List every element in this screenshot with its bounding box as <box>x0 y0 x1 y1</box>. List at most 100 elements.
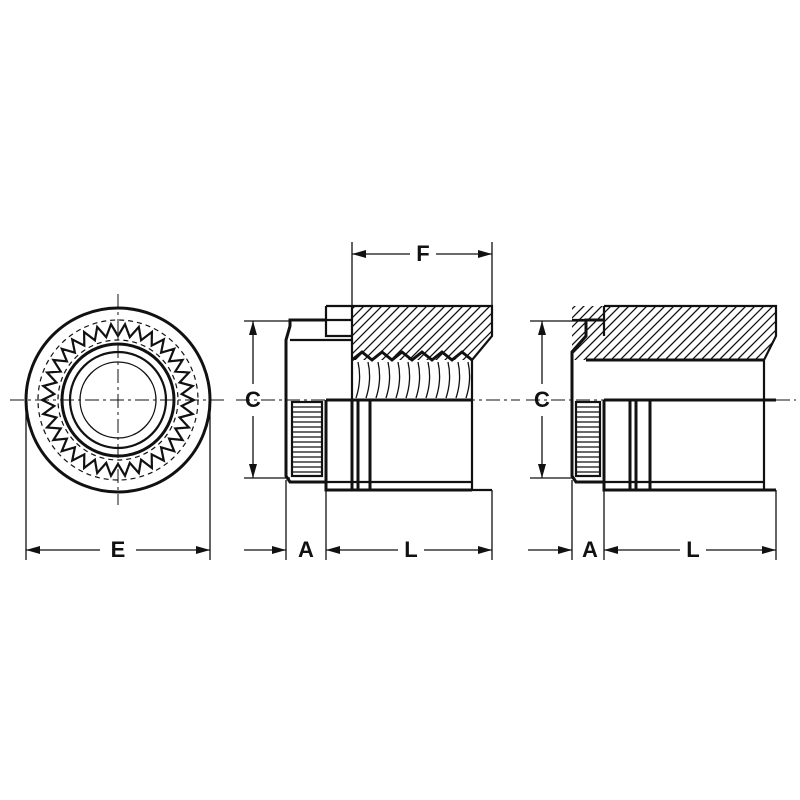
knurl-teeth-left <box>290 400 324 478</box>
knurl-head-outline <box>284 318 326 484</box>
hatch-line <box>686 306 753 360</box>
hatch-line <box>659 306 726 360</box>
hatch-line <box>777 300 800 365</box>
thread-line <box>365 361 371 399</box>
knurl-teeth-right <box>574 400 602 478</box>
knurl-band <box>290 400 324 478</box>
hatch-line <box>632 306 699 360</box>
plain-section-hatching <box>572 300 800 365</box>
internal-thread-profile <box>351 350 473 362</box>
end-view-bore-inner-circle <box>79 361 157 439</box>
arrowhead-e-left <box>26 546 40 554</box>
hatch-line <box>713 306 776 360</box>
plain-arrowhead-a <box>558 546 572 554</box>
thread-line <box>375 361 381 399</box>
thread-line <box>445 361 451 399</box>
hatch-line <box>587 306 654 360</box>
hatch-line <box>430 306 492 360</box>
thread-line <box>415 361 421 399</box>
thread-line <box>435 361 441 399</box>
section-view-plain: C A L <box>526 300 800 562</box>
thread-line <box>355 361 361 399</box>
hatch-line <box>385 306 452 360</box>
arrowhead-e-right <box>196 546 210 554</box>
hatch-line <box>731 306 776 360</box>
plain-arrowhead-c-top <box>538 321 546 335</box>
end-view-serration-ring <box>39 321 197 479</box>
hatch-line <box>749 306 776 360</box>
thread-line <box>425 361 431 399</box>
thread-line <box>405 361 411 399</box>
hatch-line <box>457 306 492 360</box>
hatch-line <box>572 306 600 360</box>
hatch-line <box>352 306 353 360</box>
hatch-line <box>596 306 663 360</box>
thread-line <box>455 361 461 399</box>
hatch-line <box>352 306 380 360</box>
arrowhead-f-right <box>478 250 492 258</box>
arrowhead-f-left <box>352 250 366 258</box>
thread-line <box>395 361 401 399</box>
undercut-neck <box>324 306 354 400</box>
hatch-line <box>668 306 735 360</box>
hatch-line <box>352 306 407 360</box>
dimension-label-a: A <box>298 537 314 562</box>
dimension-label-e: E <box>111 537 126 562</box>
thread-line <box>465 361 471 399</box>
plain-dimension-label-a: A <box>582 537 598 562</box>
hatch-line <box>352 306 398 360</box>
hatch-line <box>740 306 776 360</box>
end-view-bore-middle-circle <box>68 350 168 450</box>
threaded-section-hatching <box>352 300 559 365</box>
hatch-line <box>439 306 492 360</box>
plain-arrowhead-l-right <box>762 546 776 554</box>
hatch-line <box>623 306 690 360</box>
hatch-line <box>352 306 389 360</box>
hatch-line <box>614 306 681 360</box>
hatch-line <box>572 306 627 360</box>
arrowhead-l-right <box>478 546 492 554</box>
plain-dimension-label-c: C <box>534 387 550 412</box>
hatch-line <box>704 306 771 360</box>
arrowhead-c-bottom <box>249 464 257 478</box>
plain-arrowhead-c-bottom <box>538 464 546 478</box>
hatch-line <box>403 306 470 360</box>
section-view-threaded: F C A L <box>236 241 559 562</box>
body-lower-outline <box>324 398 472 492</box>
end-view-knurl-outer-dashed-circle <box>37 319 199 481</box>
hatch-line <box>641 306 708 360</box>
plain-body-lower-outline <box>602 398 776 492</box>
hatch-line <box>722 306 776 360</box>
end-view-bore-outer-circle <box>60 342 176 458</box>
hatch-line <box>695 306 762 360</box>
hatch-line <box>352 306 371 360</box>
hatch-line <box>572 306 591 360</box>
hatch-line <box>572 306 609 360</box>
dimension-label-l: L <box>404 537 417 562</box>
knurl-band <box>574 400 602 478</box>
hatch-line <box>650 306 717 360</box>
end-view-knurl-inner-dashed-circle <box>57 339 179 461</box>
hatch-line <box>358 306 425 360</box>
arrowhead-c-top <box>249 321 257 335</box>
hatch-line <box>677 306 744 360</box>
plain-arrowhead-l-left <box>604 546 618 554</box>
hatch-line <box>376 306 443 360</box>
hatch-line <box>572 306 636 360</box>
dimension-label-c: C <box>245 387 261 412</box>
threaded-shank-outline <box>352 304 494 492</box>
plain-dimension-label-l: L <box>686 537 699 562</box>
hatch-line <box>578 306 645 360</box>
hatch-line <box>421 306 488 360</box>
plain-knurl-head-outline <box>570 318 604 484</box>
hatch-line <box>494 300 559 365</box>
dimension-label-f: F <box>416 241 429 266</box>
hatch-line <box>605 306 672 360</box>
end-view: E <box>10 294 228 562</box>
arrowhead-a <box>272 546 286 554</box>
arrowhead-l-left <box>326 546 340 554</box>
hatch-line <box>786 300 800 365</box>
internal-thread-lines <box>355 361 471 399</box>
thread-line <box>385 361 391 399</box>
